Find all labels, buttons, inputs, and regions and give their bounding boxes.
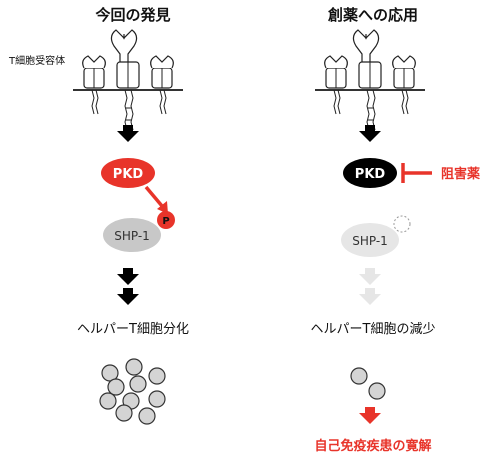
pkd-node-right bbox=[343, 158, 397, 188]
shp1-label-right: SHP-1 bbox=[352, 234, 388, 248]
phosphorylation-arrow bbox=[144, 185, 168, 214]
right-outcome: ヘルパーT細胞の減少 bbox=[311, 321, 436, 337]
arrow-down-right-1 bbox=[359, 125, 381, 142]
receptor-label: T細胞受容体 bbox=[8, 54, 65, 67]
cell-cluster-right bbox=[350, 367, 386, 400]
left-title: 今回の発見 bbox=[94, 6, 170, 24]
phospho-site-empty bbox=[393, 215, 411, 233]
pkd-label-right: PKD bbox=[355, 167, 386, 182]
shp1-node-right bbox=[341, 223, 399, 257]
left-outcome: ヘルパーT細胞分化 bbox=[77, 322, 189, 337]
arrow-down-right-2 bbox=[359, 268, 381, 305]
arrow-down-red bbox=[359, 407, 381, 424]
tcr-receptor-left bbox=[72, 29, 184, 131]
shp1-label-left: SHP-1 bbox=[114, 229, 150, 243]
tcr-receptor-right bbox=[314, 29, 426, 131]
pkd-node-left bbox=[101, 158, 155, 188]
therapy-label: 自己免疫疾患の寛解 bbox=[314, 438, 431, 454]
arrow-down-left-1 bbox=[117, 125, 139, 142]
phospho-badge bbox=[157, 211, 175, 229]
pkd-label-left: PKD bbox=[113, 167, 144, 182]
right-title: 創薬への応用 bbox=[327, 6, 418, 24]
phospho-label: P bbox=[162, 216, 169, 227]
cell-cluster-left bbox=[99, 358, 166, 425]
arrow-down-left-2 bbox=[117, 268, 139, 305]
inhibition-symbol bbox=[401, 163, 432, 183]
inhibitor-label: 阻害薬 bbox=[441, 166, 481, 182]
shp1-node-left bbox=[103, 218, 161, 252]
